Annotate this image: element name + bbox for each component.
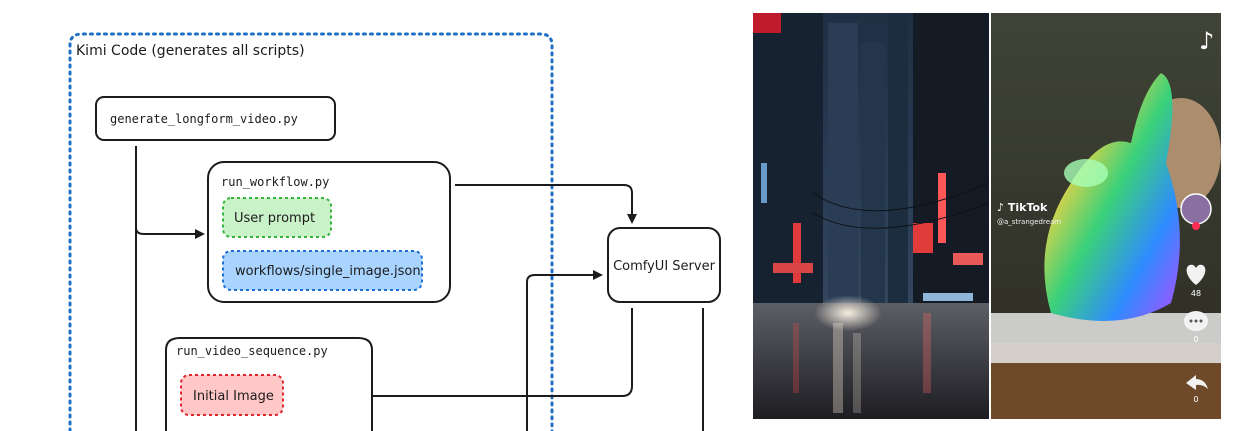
arrow-comfyui-to-initial-image: [291, 308, 633, 401]
arrow-into-comfyui: [526, 270, 603, 431]
city-street-image: [753, 13, 989, 419]
workflow-json-label: workflows/single_image.json: [235, 264, 421, 279]
tiktok-handle: @a_strangedream: [997, 218, 1062, 226]
arrow-to-run-workflow: [135, 227, 205, 239]
comment-count: 0: [1193, 335, 1199, 344]
initial-image-node: [180, 374, 284, 416]
comfyui-server-label: ComfyUI Server: [613, 259, 716, 274]
tiktok-frog-art: ♪: [991, 13, 1221, 419]
tiktok-brand-text: TikTok: [1007, 201, 1048, 214]
generate-longform-label: generate_longform_video.py: [110, 112, 298, 126]
user-prompt-label: User prompt: [234, 211, 315, 226]
architecture-diagram: Kimi Code (generates all scripts) genera…: [68, 32, 721, 431]
arrow-run-workflow-to-comfyui: [455, 184, 637, 224]
frame-label: Kimi Code (generates all scripts): [76, 43, 305, 59]
initial-image-label: Initial Image: [193, 389, 274, 404]
workflow-json-node: [222, 250, 423, 291]
tiktok-note-icon: ♪: [1199, 27, 1214, 55]
heart-icon[interactable]: [1186, 264, 1206, 285]
share-count: 0: [1193, 395, 1199, 404]
generate-longform-node: [95, 96, 336, 141]
kimi-code-frame: [68, 32, 554, 431]
avatar[interactable]: [1180, 193, 1212, 225]
comfyui-server-node: [607, 227, 721, 303]
tiktok-brand: ♪ TikTok: [997, 201, 1047, 214]
share-icon[interactable]: [1186, 375, 1208, 390]
like-count: 48: [1190, 289, 1202, 298]
user-prompt-node: [222, 197, 332, 238]
run-workflow-label: run_workflow.py: [221, 175, 329, 189]
city-street-art: [753, 13, 989, 419]
tiktok-small-note-icon: ♪: [997, 201, 1008, 214]
run-video-sequence-label: run_video_sequence.py: [176, 344, 328, 358]
tiktok-video-frame: ♪ ♪ TikTok @a_strangedream 48 0 0: [991, 13, 1221, 419]
